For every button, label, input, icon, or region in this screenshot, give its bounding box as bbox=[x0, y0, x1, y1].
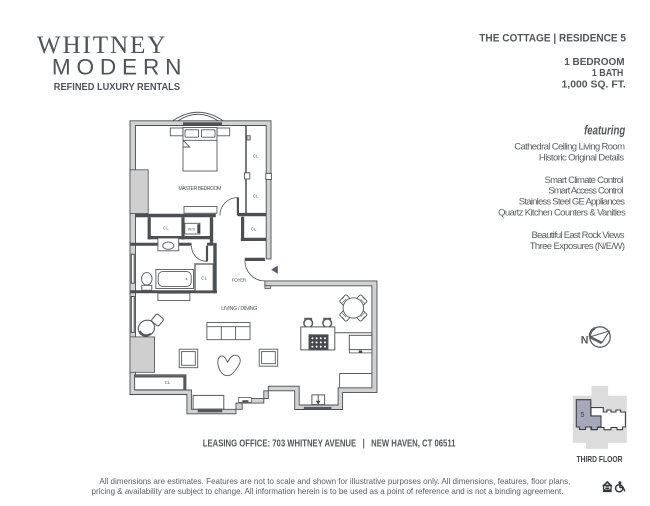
svg-text:THIRD FLOOR: THIRD FLOOR bbox=[576, 454, 622, 464]
svg-text:CL: CL bbox=[253, 194, 259, 199]
svg-text:REFINED LUXURY RENTALS: REFINED LUXURY RENTALS bbox=[54, 82, 180, 93]
svg-text:W/D: W/D bbox=[188, 228, 196, 232]
svg-text:MASTER BEDROOM: MASTER BEDROOM bbox=[178, 186, 221, 192]
svg-text:5: 5 bbox=[580, 410, 584, 419]
svg-text:Beautiful East Rock Views: Beautiful East Rock Views bbox=[532, 230, 625, 241]
svg-text:CL: CL bbox=[251, 227, 257, 232]
svg-text:Smart Access Control: Smart Access Control bbox=[548, 186, 623, 197]
svg-text:CL: CL bbox=[253, 154, 259, 159]
svg-text:N: N bbox=[581, 334, 589, 346]
svg-text:1,000 SQ. FT.: 1,000 SQ. FT. bbox=[562, 79, 626, 90]
svg-text:FOYER: FOYER bbox=[232, 278, 247, 283]
svg-text:Quartz Kitchen Counters & Vani: Quartz Kitchen Counters & Vanities bbox=[498, 207, 626, 218]
svg-text:pricing & availability are sub: pricing & availability are subject to ch… bbox=[92, 486, 564, 496]
svg-text:WHITNEY: WHITNEY bbox=[37, 32, 166, 59]
svg-text:LIVING / DINING: LIVING / DINING bbox=[221, 306, 257, 312]
svg-text:1 BEDROOM: 1 BEDROOM bbox=[564, 57, 624, 68]
svg-text:Stainless Steel GE Appliances: Stainless Steel GE Appliances bbox=[519, 197, 625, 208]
svg-text:CL: CL bbox=[163, 226, 169, 231]
svg-text:CL: CL bbox=[201, 276, 207, 281]
svg-text:Three Exposures (N/E/W): Three Exposures (N/E/W) bbox=[530, 241, 625, 252]
svg-text:All dimensions are estimates.: All dimensions are estimates. Features a… bbox=[99, 476, 570, 486]
svg-text:LEASING OFFICE: 703 WHITNEY AV: LEASING OFFICE: 703 WHITNEY AVENUE | NEW… bbox=[203, 439, 456, 450]
svg-text:1 BATH: 1 BATH bbox=[592, 68, 623, 79]
svg-text:CL: CL bbox=[165, 380, 171, 385]
svg-text:THE COTTAGE | RESIDENCE 5: THE COTTAGE | RESIDENCE 5 bbox=[479, 33, 626, 45]
svg-text:Smart Climate Control: Smart Climate Control bbox=[545, 175, 624, 186]
svg-text:featuring: featuring bbox=[584, 123, 625, 138]
svg-text:Cathedral Ceiling Living Room: Cathedral Ceiling Living Room bbox=[514, 142, 625, 153]
svg-text:Historic Original Details: Historic Original Details bbox=[539, 152, 624, 163]
